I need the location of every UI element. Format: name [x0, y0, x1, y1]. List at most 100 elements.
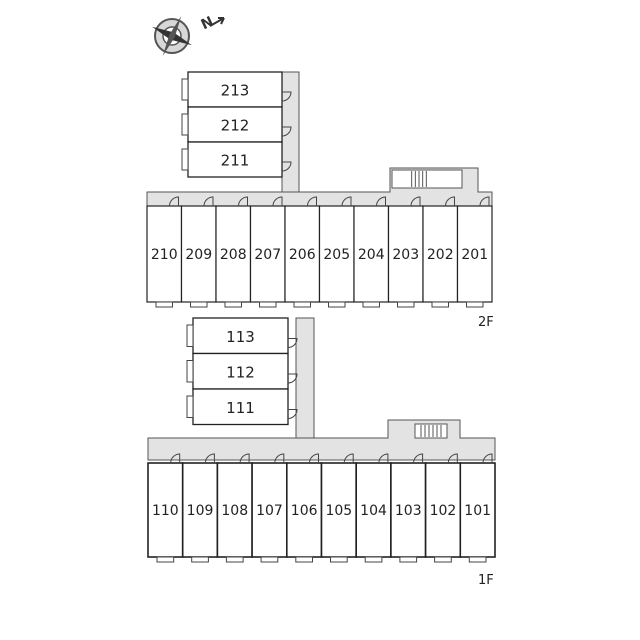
unit-label-110: 110 [152, 503, 179, 519]
corridor-1f-vertical [295, 317, 315, 441]
unit-box [422, 205, 459, 303]
balcony-icon [330, 556, 348, 563]
unit-label-101: 101 [464, 503, 491, 519]
balcony-icon [225, 556, 244, 563]
unit-label-213: 213 [221, 82, 250, 100]
balcony-icon [155, 301, 173, 308]
unit-208: 208 [215, 196, 252, 308]
unit-113: 113 [186, 317, 298, 355]
balcony-icon [362, 301, 380, 308]
unit-203: 203 [387, 196, 424, 308]
unit-label-204: 204 [358, 247, 385, 263]
unit-label-104: 104 [360, 503, 387, 519]
door-icon [479, 196, 490, 207]
unit-box [285, 462, 323, 558]
door-icon [272, 196, 283, 207]
balcony-icon [190, 301, 208, 308]
door-icon [170, 453, 181, 464]
unit-box [187, 106, 283, 143]
unit-label-106: 106 [291, 503, 318, 519]
unit-box [249, 205, 286, 303]
balcony-icon [466, 301, 484, 308]
door-icon [447, 453, 458, 464]
stairs-1f-icon [414, 423, 448, 439]
door-icon [445, 196, 455, 207]
balcony-icon [186, 360, 194, 383]
unit-110: 110 [147, 453, 184, 563]
door-icon [281, 126, 292, 137]
balcony-icon [181, 113, 189, 136]
stairs-2f-treads [411, 171, 427, 187]
door-icon [274, 453, 285, 464]
unit-109: 109 [181, 453, 219, 563]
unit-210: 210 [146, 196, 183, 308]
unit-label-108: 108 [221, 503, 248, 519]
unit-stack-2f: 213 212 211 [181, 71, 292, 178]
unit-102: 102 [424, 453, 462, 563]
door-icon [281, 91, 292, 102]
unit-212: 212 [181, 106, 292, 143]
unit-101: 101 [459, 453, 496, 563]
unit-112: 112 [186, 352, 298, 390]
door-icon [309, 453, 319, 464]
stairs-2f-icon [391, 169, 463, 189]
door-icon [239, 453, 250, 464]
unit-box [456, 205, 493, 303]
balcony-icon [328, 301, 346, 308]
unit-label-111: 111 [226, 399, 255, 417]
unit-box [146, 205, 183, 303]
unit-box [181, 462, 219, 558]
unit-box [216, 462, 253, 558]
door-icon [203, 196, 214, 207]
unit-label-102: 102 [430, 503, 457, 519]
door-icon [482, 453, 493, 464]
unit-label-109: 109 [187, 503, 214, 519]
unit-label-207: 207 [254, 247, 281, 263]
unit-label-201: 201 [461, 247, 488, 263]
unit-label-105: 105 [325, 503, 352, 519]
balcony-icon [181, 148, 189, 171]
unit-108: 108 [216, 453, 253, 563]
unit-106: 106 [285, 453, 323, 563]
corridor-1f-horizontal [147, 419, 496, 461]
unit-207: 207 [249, 196, 286, 308]
floor-label-2f: 2F [478, 315, 494, 330]
balcony-icon [293, 301, 311, 308]
door-icon [376, 196, 386, 207]
balcony-icon [186, 395, 194, 418]
balcony-icon [397, 301, 415, 308]
unit-107: 107 [251, 453, 288, 563]
balcony-icon [186, 324, 194, 347]
unit-label-211: 211 [221, 152, 250, 170]
door-icon [281, 161, 292, 172]
door-icon [204, 453, 215, 464]
door-icon [238, 196, 248, 207]
unit-box [318, 205, 355, 303]
unit-213: 213 [181, 71, 292, 108]
unit-label-103: 103 [395, 503, 422, 519]
unit-box [459, 462, 496, 558]
unit-label-206: 206 [289, 247, 316, 263]
unit-box [387, 205, 424, 303]
balcony-icon [468, 556, 487, 563]
unit-box [424, 462, 462, 558]
balcony-icon [260, 556, 279, 563]
door-icon [343, 453, 354, 464]
unit-206: 206 [284, 196, 321, 308]
door-icon [287, 373, 298, 384]
unit-label-113: 113 [226, 328, 255, 346]
balcony-icon [399, 556, 418, 563]
unit-label-212: 212 [221, 117, 250, 135]
floor-label-1f: 1F [478, 573, 494, 588]
unit-209: 209 [180, 196, 217, 308]
unit-label-209: 209 [185, 247, 212, 263]
unit-box [251, 462, 288, 558]
unit-box [147, 462, 184, 558]
stairs-1f-treads [420, 425, 442, 437]
door-icon [287, 338, 298, 348]
door-icon [341, 196, 352, 207]
unit-104: 104 [355, 453, 392, 563]
